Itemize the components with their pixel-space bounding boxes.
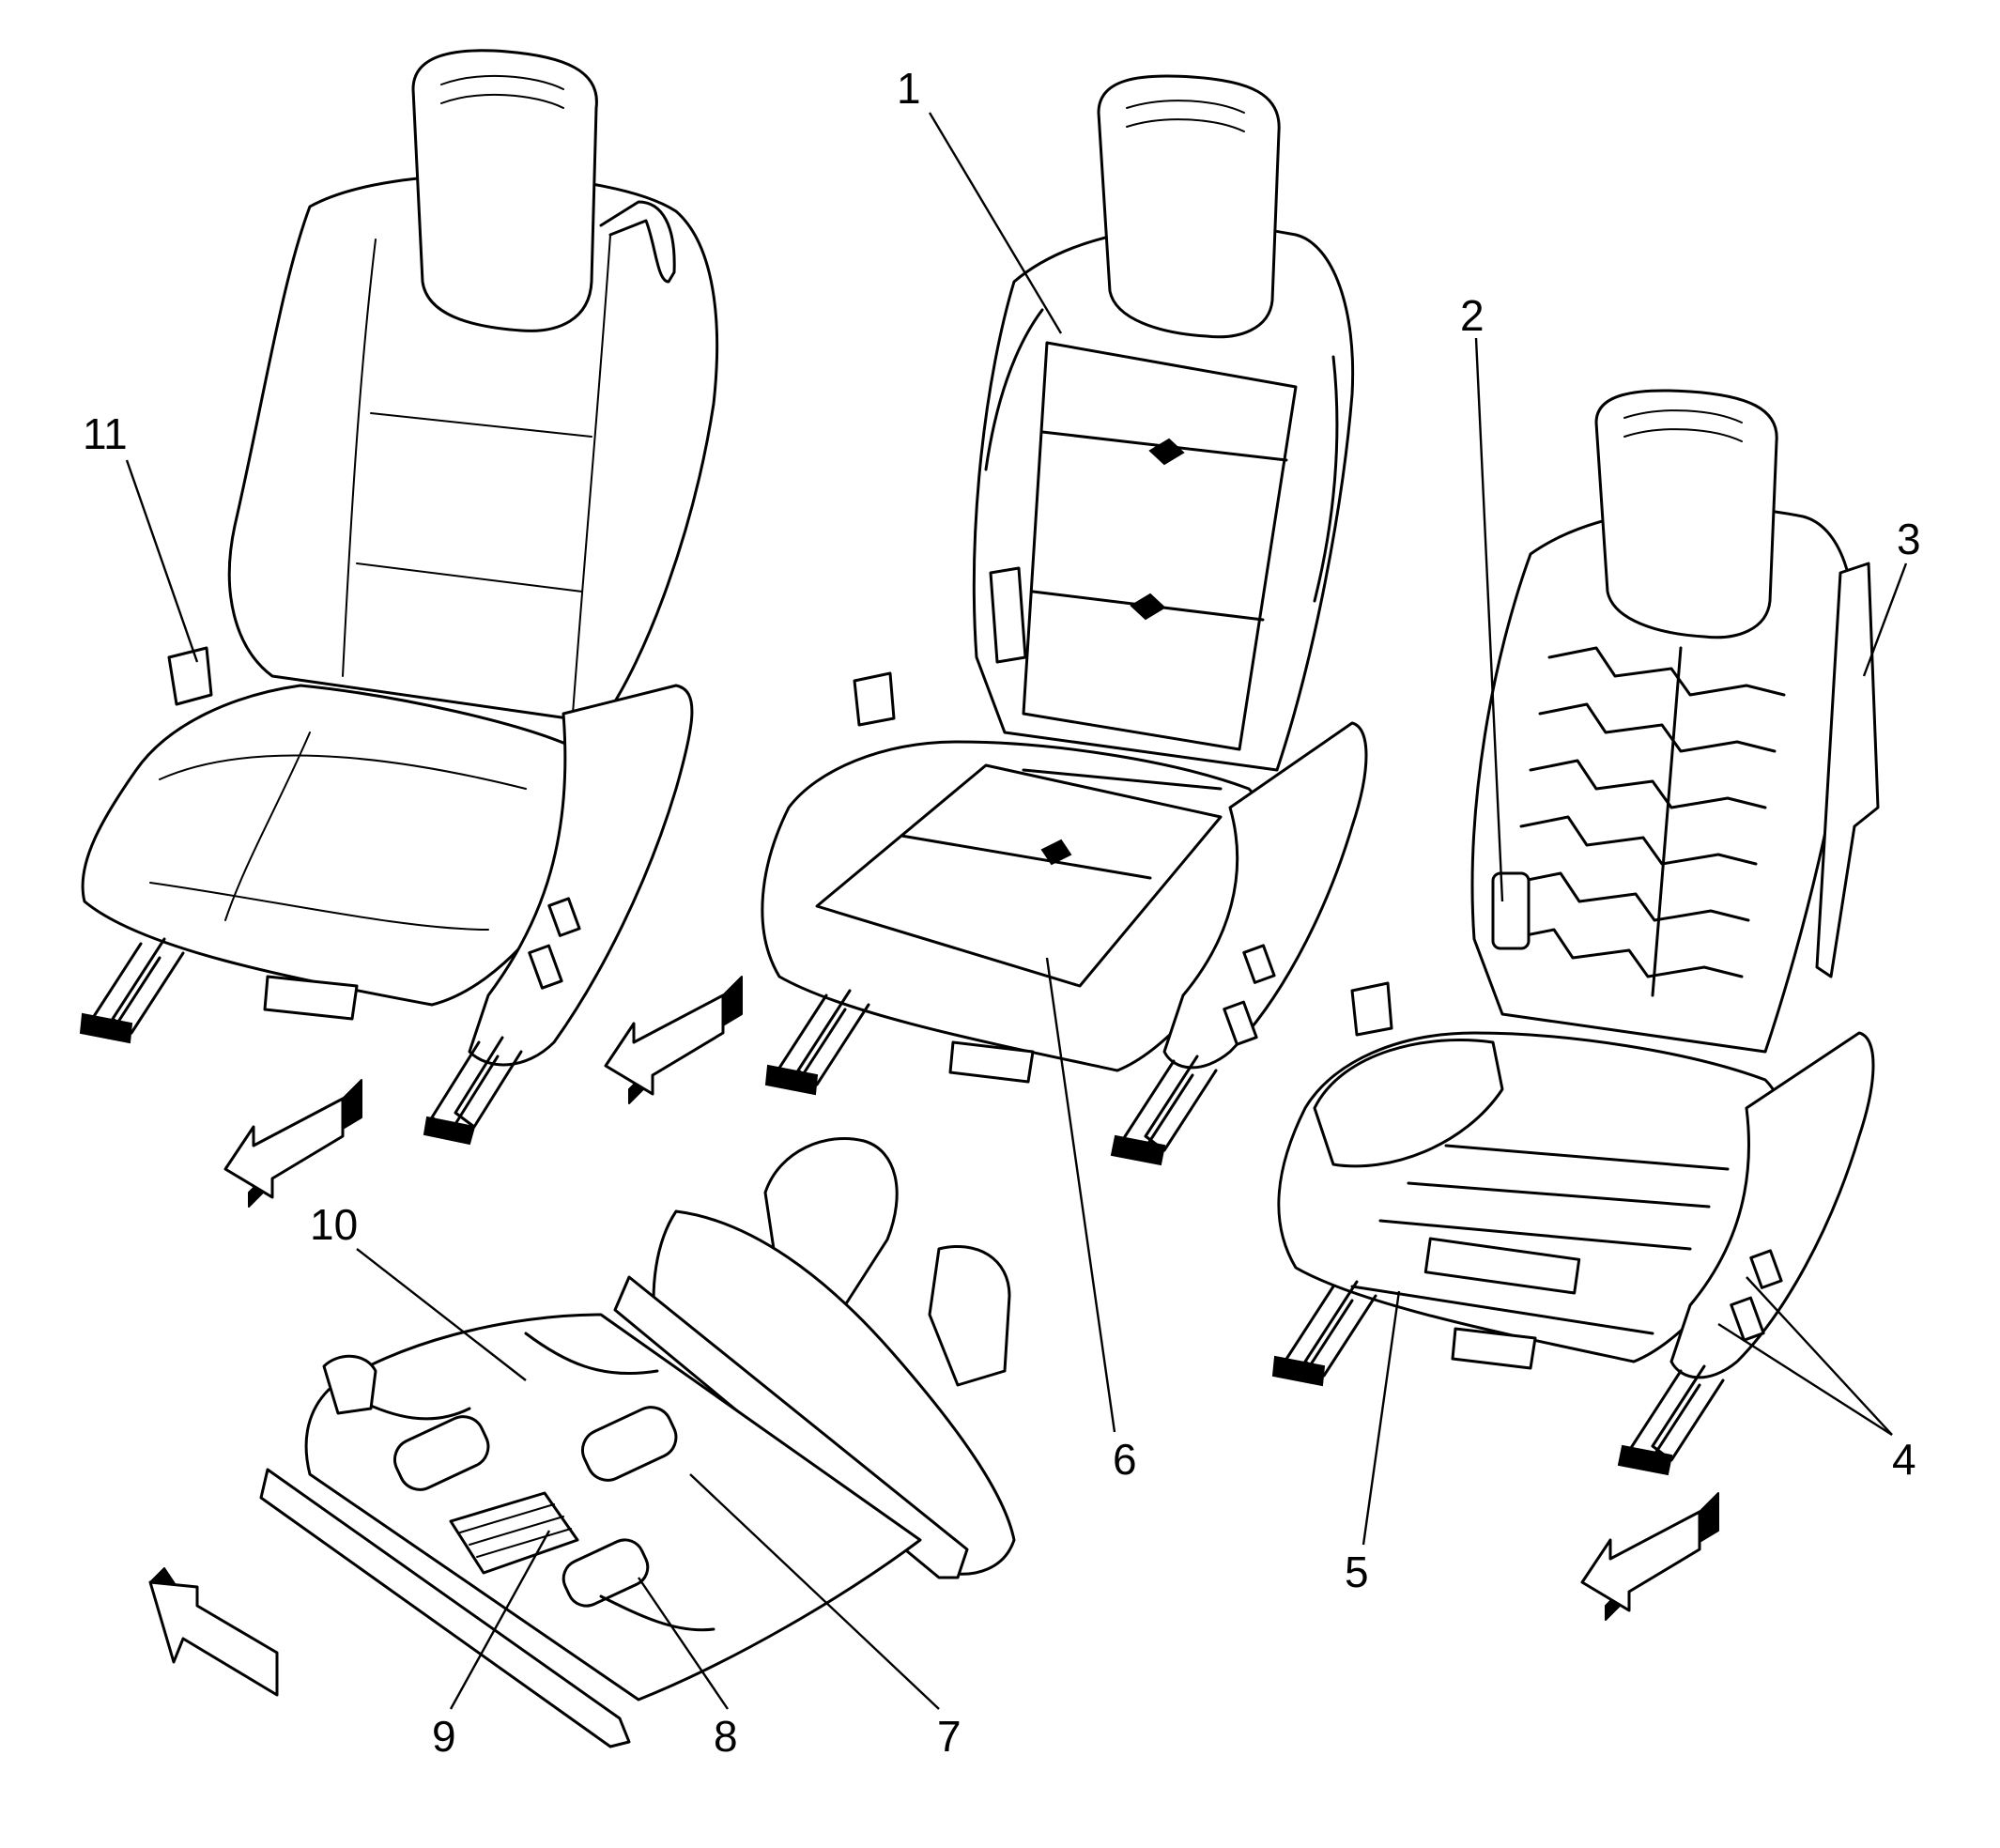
seat-c-headrest — [1594, 389, 1778, 639]
seat-d-adjust-motors — [393, 1406, 678, 1608]
callout-labels: 1 2 3 4 5 6 7 8 9 10 11 — [83, 64, 1921, 1761]
seat-complete-trimmed — [79, 49, 719, 1146]
callout-5: 5 — [1345, 1548, 1369, 1596]
seat-c-zigzag-springs — [1505, 646, 1786, 997]
seat-c-rails — [1271, 1280, 1725, 1476]
seat-frame-springs — [1271, 389, 1880, 1476]
seat-a-back-insert — [342, 234, 611, 715]
seat-b-headrest — [1097, 74, 1281, 339]
leader-lines — [125, 112, 1908, 1710]
seat-a-rails — [79, 937, 523, 1146]
callout-7: 7 — [937, 1712, 962, 1761]
seat-d-rail-right — [613, 1275, 969, 1579]
callout-2: 2 — [1460, 291, 1485, 340]
callout-6: 6 — [1113, 1435, 1137, 1484]
callout-8: 8 — [714, 1712, 738, 1761]
seat-heat-pads — [761, 74, 1368, 1166]
callout-9: 9 — [432, 1712, 456, 1761]
seat-d-cushion-frame — [304, 1313, 922, 1702]
seat-a-back — [227, 174, 719, 725]
callout-3: 3 — [1897, 515, 1921, 563]
callout-1: 1 — [897, 64, 921, 113]
callout-10: 10 — [310, 1200, 358, 1249]
seat-c-lumbar-motor — [1491, 871, 1531, 950]
seat-a-headrest — [411, 49, 598, 332]
seat-underside-view — [259, 1136, 1016, 1748]
callout-4: 4 — [1892, 1435, 1916, 1484]
seat-d-rail-left — [259, 1468, 631, 1748]
seat-b-cushion-heat-pad — [815, 763, 1223, 988]
seat-a-recline-handle — [167, 646, 213, 706]
seat-a-side-shield — [468, 684, 694, 1067]
seat-d-control-module — [449, 1491, 579, 1575]
front-arrow-4 — [148, 1567, 279, 1697]
callout-11: 11 — [83, 409, 128, 458]
seat-c-side-airbag — [1815, 562, 1880, 978]
seat-c-side-shield — [1669, 1031, 1875, 1379]
front-arrow-3 — [1580, 1492, 1719, 1621]
seat-b-back-heat-pad — [1022, 341, 1298, 751]
seat-a-belt-guide — [599, 200, 676, 284]
front-arrow-1 — [223, 1079, 362, 1208]
front-arrow-2 — [604, 976, 743, 1104]
seat-b-rails — [764, 989, 1218, 1166]
